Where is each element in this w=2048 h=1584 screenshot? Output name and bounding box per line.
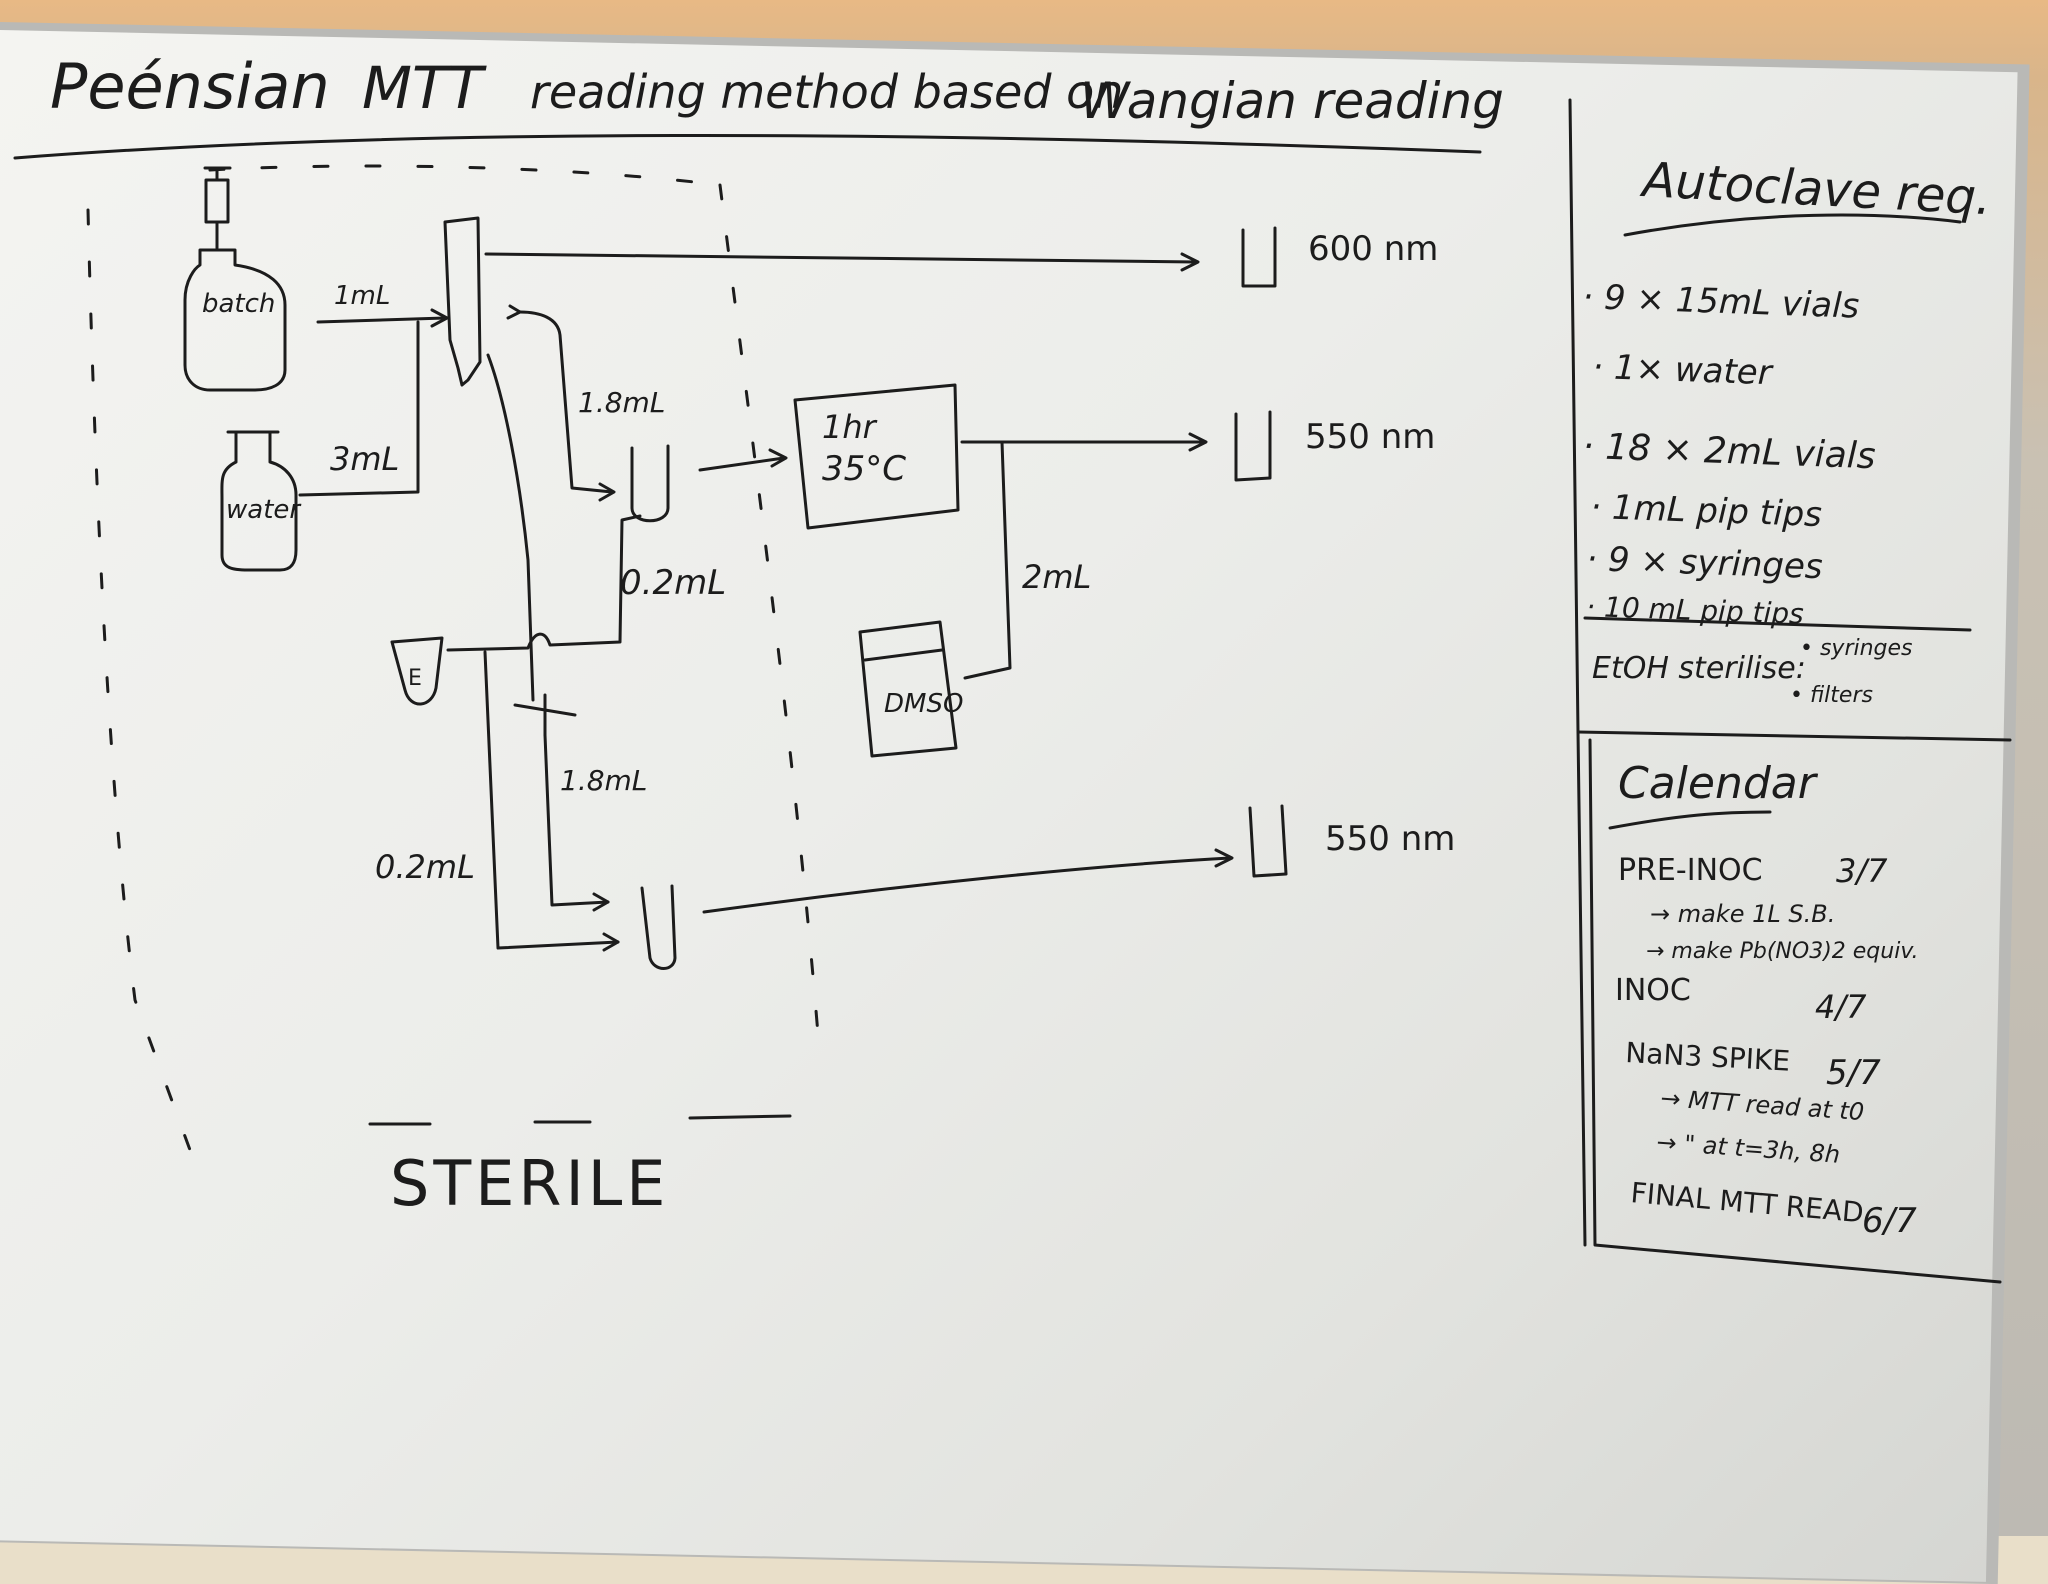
spike-step-2: → " at t=3h, 8h — [1656, 1128, 1841, 1169]
pre-inoc-date: 3/7 — [1836, 852, 1888, 890]
etoh-item-1: • syringes — [1800, 636, 1913, 661]
spike-date: 5/7 — [1826, 1053, 1881, 1093]
incubator-box — [793, 383, 960, 530]
cuvette-550-upper-icon — [1234, 410, 1272, 482]
title-part1: Peénsian — [50, 50, 330, 123]
sterile-boundary: STERILE — [86, 164, 822, 1220]
vol-0-2ml-bottom-label: 0.2mL — [375, 848, 475, 886]
water-bottle-icon — [220, 430, 298, 572]
dmso-bottle-icon — [858, 620, 958, 758]
incubator-temp: 35°C — [822, 449, 906, 489]
water-label: water — [226, 495, 302, 525]
title: Peénsian MTT reading method based on Wan… — [13, 50, 1504, 160]
final-date: 6/7 — [1862, 1201, 1917, 1241]
eppendorf-flow: 0.2mL 0.2mL — [375, 514, 726, 952]
incubator: 1hr 35°C — [793, 383, 960, 530]
feed-flow: 1mL 3mL — [298, 281, 449, 497]
vol-3ml-label: 3mL — [330, 440, 399, 478]
autoclave-item-1: · 9 × 15mL vials — [1582, 277, 1860, 327]
autoclave-section: Autoclave req. · 9 × 15mL vials · 1× wat… — [1582, 152, 1993, 708]
spike-label: NaN3 SPIKE — [1625, 1036, 1791, 1078]
path-550nm-upper: 2mL 550 nm — [960, 410, 1435, 680]
pre-inoc-step-2: → make Pb(NO3)2 equiv. — [1646, 939, 1919, 964]
autoclave-item-6: · 10 mL pip tips — [1586, 590, 1804, 631]
eppendorf-icon — [390, 636, 444, 706]
filter-column-icon — [443, 216, 482, 387]
autoclave-item-2: · 1× water — [1592, 347, 1775, 393]
inoc-label: INOC — [1615, 973, 1691, 1008]
whiteboard-drawing: Peénsian MTT reading method based on Wan… — [13, 50, 2012, 1284]
tube-upper-icon — [630, 444, 670, 523]
right-panel-dividers — [1568, 98, 2012, 1284]
autoclave-item-4: · 1mL pip tips — [1590, 487, 1823, 535]
batch-bottle: batch — [183, 166, 287, 392]
filter-outflow: 1.8mL — [486, 304, 665, 702]
syringe-filter: 1.8mL — [513, 693, 647, 912]
title-part4: Wangian reading — [1080, 72, 1504, 130]
title-underline — [13, 133, 1482, 160]
cuvette-600-icon — [1241, 226, 1277, 288]
inoc-date: 4/7 — [1815, 988, 1867, 1026]
water-bottle: water — [220, 430, 302, 572]
cuvette-550-lower-icon — [1248, 804, 1288, 878]
syringe-icon — [203, 166, 232, 250]
reading-550-lower-label: 550 nm — [1325, 819, 1455, 859]
syringe-filter-icon — [513, 693, 577, 737]
vol-2ml-label: 2mL — [1022, 558, 1091, 596]
pre-inoc-step-1: → make 1L S.B. — [1650, 900, 1835, 928]
vol-1-8ml-top-label: 1.8mL — [578, 386, 665, 419]
title-part2: MTT — [362, 54, 487, 122]
title-part3: reading method based on — [530, 65, 1123, 119]
batch-label: batch — [202, 289, 275, 319]
batch-bottle-icon — [183, 248, 287, 392]
eppendorf: E — [390, 636, 444, 706]
autoclave-item-5: · 9 × syringes — [1586, 539, 1824, 587]
dmso-bottle: DMSO — [858, 620, 963, 758]
etoh-label: EtOH sterilise: — [1592, 651, 1806, 686]
path-600nm: 600 nm — [484, 226, 1438, 288]
final-label: FINAL MTT READ — [1629, 1176, 1865, 1229]
eppendorf-label: E — [408, 666, 422, 691]
etoh-item-2: • filters — [1790, 683, 1873, 708]
vol-1-8ml-bottom-label: 1.8mL — [560, 764, 647, 797]
dmso-label: DMSO — [884, 689, 963, 719]
tube-to-incubator-arrow — [698, 448, 788, 472]
vol-0-2ml-top-label: 0.2mL — [620, 563, 726, 603]
pre-inoc-label: PRE-INOC — [1618, 853, 1763, 888]
path-550nm-lower: 550 nm — [702, 804, 1455, 914]
reading-550-upper-label: 550 nm — [1305, 417, 1435, 457]
sterile-label: STERILE — [390, 1147, 669, 1220]
calendar-section: Calendar PRE-INOC 3/7 → make 1L S.B. → m… — [1608, 758, 1919, 1241]
incubator-time: 1hr — [822, 408, 878, 446]
vol-1ml-label: 1mL — [334, 281, 390, 311]
tube-lower-icon — [640, 884, 677, 970]
calendar-heading: Calendar — [1618, 758, 1819, 809]
reading-600-label: 600 nm — [1308, 229, 1438, 269]
autoclave-item-3: · 18 × 2mL vials — [1582, 426, 1877, 477]
